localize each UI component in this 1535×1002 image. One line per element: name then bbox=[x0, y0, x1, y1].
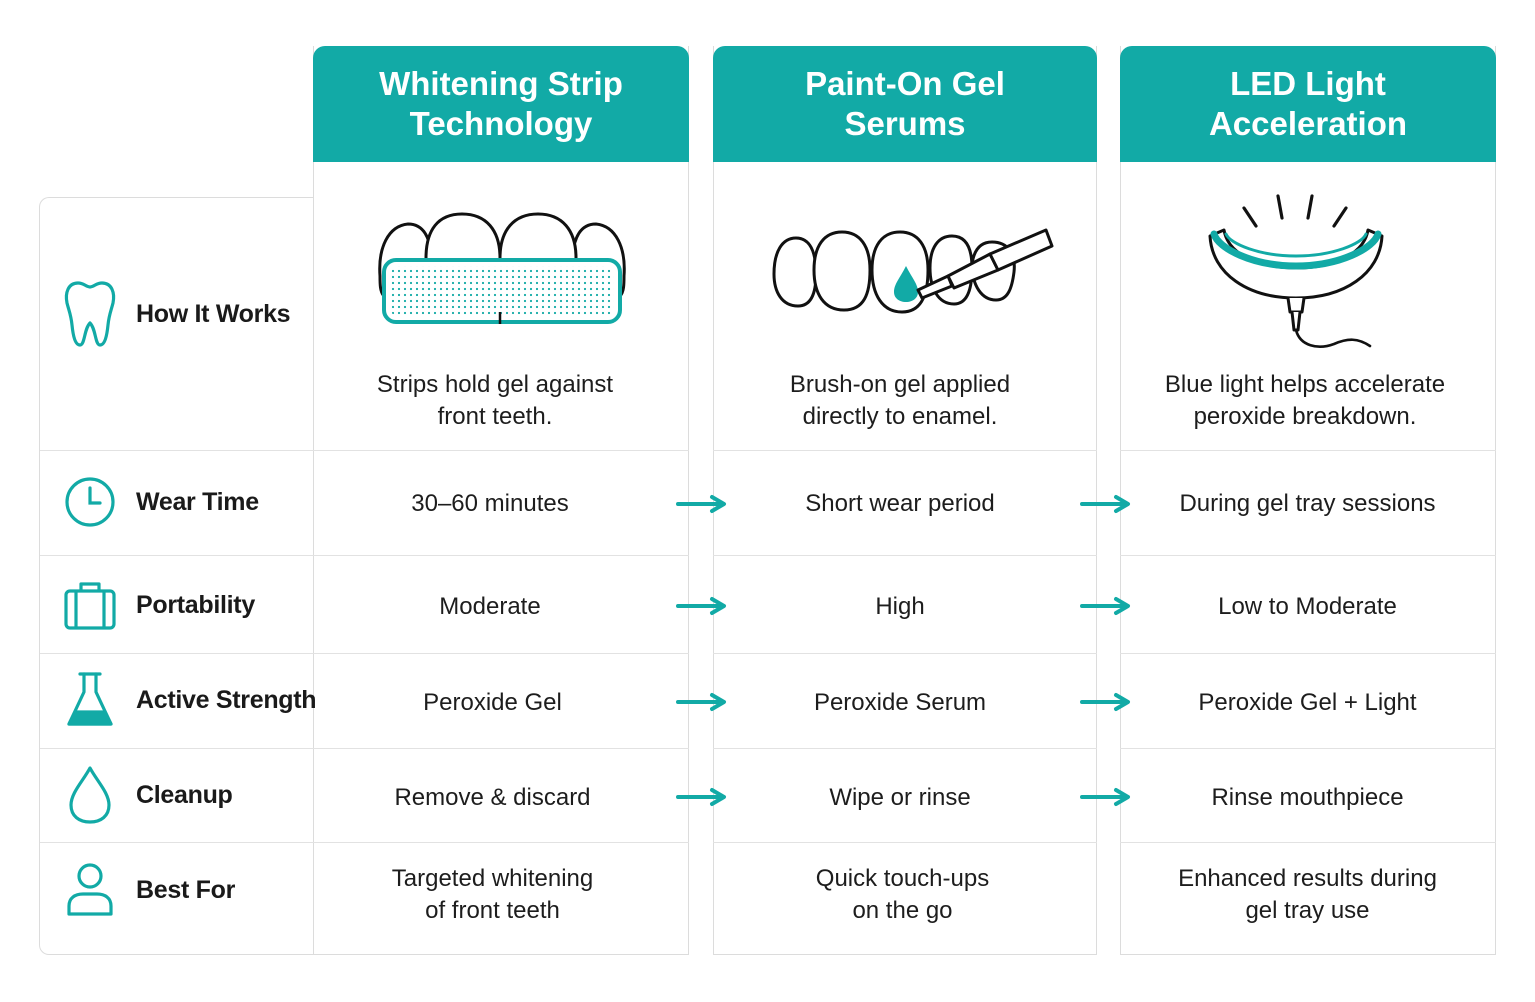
strip-teeth-illustration bbox=[378, 212, 626, 324]
row-divider bbox=[1120, 653, 1496, 654]
tooth-icon bbox=[60, 281, 120, 347]
cell-led-portability: Low to Moderate bbox=[1218, 593, 1397, 620]
row-label-how-it-works: How It Works bbox=[60, 281, 291, 347]
clock-icon bbox=[60, 472, 120, 532]
row-divider bbox=[40, 555, 689, 556]
row-divider bbox=[40, 748, 689, 749]
cell-led-active-strength: Peroxide Gel + Light bbox=[1198, 689, 1417, 716]
row-label-text: Best For bbox=[136, 875, 236, 904]
arrow-right-icon bbox=[676, 788, 726, 806]
row-divider bbox=[713, 653, 1097, 654]
row-label-portability: Portability bbox=[60, 575, 255, 635]
row-divider bbox=[713, 555, 1097, 556]
arrow-right-icon bbox=[676, 597, 726, 615]
flask-icon bbox=[60, 670, 120, 730]
cell-led-wear-time: During gel tray sessions bbox=[1179, 490, 1436, 517]
row-divider bbox=[40, 450, 689, 451]
row-divider bbox=[1120, 748, 1496, 749]
row-label-active-strength: Active Strength bbox=[60, 670, 317, 730]
row-divider bbox=[40, 842, 689, 843]
cell-strips-portability: Moderate bbox=[439, 593, 541, 620]
arrow-right-icon bbox=[1080, 693, 1130, 711]
cell-gel-cleanup: Wipe or rinse bbox=[829, 784, 971, 811]
row-label-text: Portability bbox=[136, 590, 255, 619]
row-label-text: How It Works bbox=[136, 299, 291, 328]
led-mouthpiece-illustration bbox=[1208, 194, 1384, 348]
row-label-text: Wear Time bbox=[136, 487, 259, 516]
row-divider bbox=[713, 450, 1097, 451]
row-label-wear-time: Wear Time bbox=[60, 472, 259, 532]
row-divider bbox=[713, 748, 1097, 749]
cell-strips-wear-time: 30–60 minutes bbox=[411, 490, 569, 517]
cell-gel-wear-time: Short wear period bbox=[805, 490, 995, 517]
arrow-right-icon bbox=[676, 495, 726, 513]
row-divider bbox=[40, 653, 689, 654]
row-label-best-for: Best For bbox=[60, 860, 235, 920]
suitcase-icon bbox=[60, 575, 120, 635]
arrow-right-icon bbox=[1080, 788, 1130, 806]
row-label-panel bbox=[39, 197, 315, 955]
row-label-cleanup: Cleanup bbox=[60, 765, 233, 825]
cell-gel-portability: High bbox=[875, 593, 925, 620]
cell-strips-cleanup: Remove & discard bbox=[394, 784, 591, 811]
row-label-text: Cleanup bbox=[136, 780, 233, 809]
cell-gel-active-strength: Peroxide Serum bbox=[813, 689, 987, 716]
gel-brush-illustration bbox=[772, 228, 1054, 314]
arrow-right-icon bbox=[1080, 495, 1130, 513]
row-label-text: Active Strength bbox=[136, 685, 317, 714]
row-divider bbox=[1120, 450, 1496, 451]
arrow-right-icon bbox=[676, 693, 726, 711]
row-divider bbox=[713, 842, 1097, 843]
row-divider bbox=[1120, 555, 1496, 556]
column-panel-led bbox=[1120, 46, 1496, 955]
column-panel-strips bbox=[313, 46, 689, 955]
cell-led-cleanup: Rinse mouthpiece bbox=[1211, 784, 1404, 811]
droplet-icon bbox=[60, 765, 120, 825]
column-panel-gel bbox=[713, 46, 1097, 955]
row-divider bbox=[1120, 842, 1496, 843]
cell-strips-active-strength: Peroxide Gel bbox=[423, 689, 562, 716]
person-icon bbox=[60, 860, 120, 920]
arrow-right-icon bbox=[1080, 597, 1130, 615]
